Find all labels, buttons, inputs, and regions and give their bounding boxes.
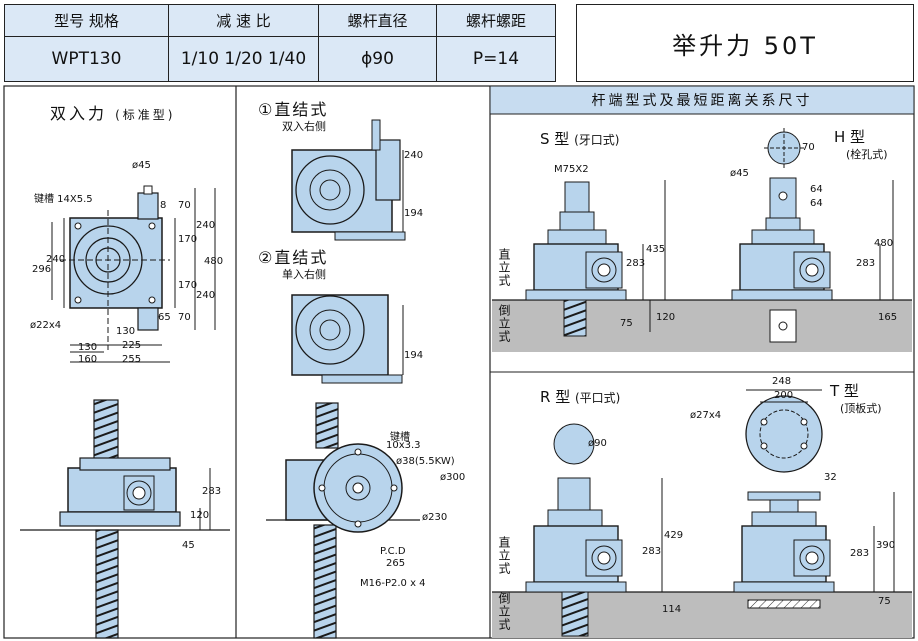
mid-d230: ø230 — [422, 512, 448, 523]
left-d170a: 170 — [178, 234, 198, 245]
left-d240: 240 — [46, 254, 66, 265]
mid-sub-1: 双入右侧 — [282, 120, 326, 133]
mid-view-2 — [291, 294, 404, 384]
mid-pcd-val: 265 — [386, 558, 406, 569]
value-ratio: 1/10 1/20 1/40 — [169, 37, 319, 81]
left-dia45: ø45 — [132, 160, 151, 171]
mid-title-2: ②直结式 — [258, 248, 329, 267]
h-d64b: 64 — [810, 198, 823, 209]
r-d429: 429 — [664, 530, 684, 541]
left-d240a: 240 — [196, 220, 216, 231]
lift-title-box: 举升力 50T — [576, 4, 914, 82]
r-d114: 114 — [662, 604, 682, 615]
mid-keyway-dim: 10x3.3 — [386, 440, 421, 451]
mid-d194b: 194 — [404, 350, 424, 361]
mid-sub-2: 单入右侧 — [282, 268, 326, 281]
h-type-name: H 型 — [834, 128, 866, 146]
t-d283: 283 — [850, 548, 870, 559]
upright-label-bottom: 直立式 — [497, 536, 511, 575]
r-type-drawing — [525, 423, 663, 637]
s-type-drawing — [525, 180, 666, 337]
header-ratio: 减 速 比 — [169, 5, 319, 37]
header-screw-dia: 螺杆直径 — [319, 5, 437, 37]
left-keyway: 键槽 14X5.5 — [34, 194, 93, 205]
mid-keyway: 键槽 — [390, 432, 410, 443]
inverted-label-top: 倒立式 — [497, 304, 511, 343]
left-d70a: 70 — [178, 200, 191, 211]
right-banner: 杆端型式及最短距离关系尺寸 — [591, 93, 813, 109]
left-d296: 296 — [32, 264, 52, 275]
left-d8: 8 — [160, 200, 167, 211]
t-d390: 390 — [876, 540, 896, 551]
r-type-desc: (平口式) — [574, 391, 621, 405]
r-d283: 283 — [642, 546, 662, 557]
s-d435: 435 — [646, 244, 666, 255]
header-screw-pitch: 螺杆螺距 — [437, 5, 555, 37]
left-plan-view — [51, 185, 216, 363]
t-d75: 75 — [878, 596, 891, 607]
t-type-name: T 型 — [830, 382, 859, 400]
left-d170b: 170 — [178, 280, 198, 291]
s-d120: 120 — [656, 312, 676, 323]
header-model: 型号 规格 — [5, 5, 169, 37]
h-d70: 70 — [802, 142, 815, 153]
value-screw-pitch: P=14 — [437, 37, 555, 81]
left-d255: 255 — [122, 354, 142, 365]
left-title: 双入力 (标准型) — [50, 104, 176, 123]
mid-d300: ø300 — [440, 472, 466, 483]
t-type-drawing — [733, 389, 895, 609]
mid-view-1 — [291, 119, 406, 241]
upright-label-top: 直立式 — [497, 248, 511, 287]
h-d165: 165 — [878, 312, 898, 323]
left-d283: 283 — [202, 486, 222, 497]
left-d160: 160 — [78, 354, 98, 365]
left-d45: 45 — [182, 540, 195, 551]
spec-table: 型号 规格 减 速 比 螺杆直径 螺杆螺距 WPT130 1/10 1/20 1… — [4, 4, 556, 82]
lift-title: 举升力 50T — [672, 31, 818, 60]
mid-d240: 240 — [404, 150, 424, 161]
left-d120: 120 — [190, 510, 210, 521]
left-d480: 480 — [204, 256, 224, 267]
left-d240b: 240 — [196, 290, 216, 301]
left-bolt: ø22x4 — [30, 320, 62, 331]
s-thread: M75X2 — [554, 164, 589, 175]
t-d27: ø27x4 — [690, 410, 722, 421]
mid-view-3 — [266, 402, 420, 639]
mid-d38: ø38(5.5KW) — [396, 456, 455, 467]
s-type-desc: (牙口式) — [574, 133, 620, 147]
left-d130b: 130 — [78, 342, 98, 353]
h-type-drawing — [731, 128, 894, 343]
left-d70b: 70 — [178, 312, 191, 323]
t-d32: 32 — [824, 472, 837, 483]
mid-title-1: ①直结式 — [258, 100, 329, 119]
t-type-desc: (顶板式) — [840, 402, 882, 415]
s-d283: 283 — [626, 258, 646, 269]
left-front-view — [20, 399, 230, 639]
h-d64a: 64 — [810, 184, 823, 195]
left-d225: 225 — [122, 340, 142, 351]
s-d75: 75 — [620, 318, 633, 329]
left-subtitle: (标准型) — [115, 108, 176, 122]
h-d480: 480 — [874, 238, 894, 249]
s-type-name: S 型 (牙口式) — [540, 130, 620, 148]
mid-bolt: M16-P2.0 x 4 — [360, 578, 426, 589]
t-d248: 248 — [772, 376, 792, 387]
r-d90: ø90 — [588, 438, 607, 449]
h-d283: 283 — [856, 258, 876, 269]
mid-pcd: P.C.D — [380, 546, 406, 557]
t-d200: 200 — [774, 390, 794, 401]
r-type-name: R 型 (平口式) — [540, 388, 621, 406]
mid-d194a: 194 — [404, 208, 424, 219]
inverted-label-bottom: 倒立式 — [497, 592, 511, 631]
h-d45: ø45 — [730, 168, 749, 179]
value-model: WPT130 — [5, 37, 169, 81]
h-type-desc: (栓孔式) — [846, 148, 888, 161]
left-d65: 65 — [158, 312, 171, 323]
left-d130a: 130 — [116, 326, 136, 337]
value-screw-dia: ϕ90 — [319, 37, 437, 81]
